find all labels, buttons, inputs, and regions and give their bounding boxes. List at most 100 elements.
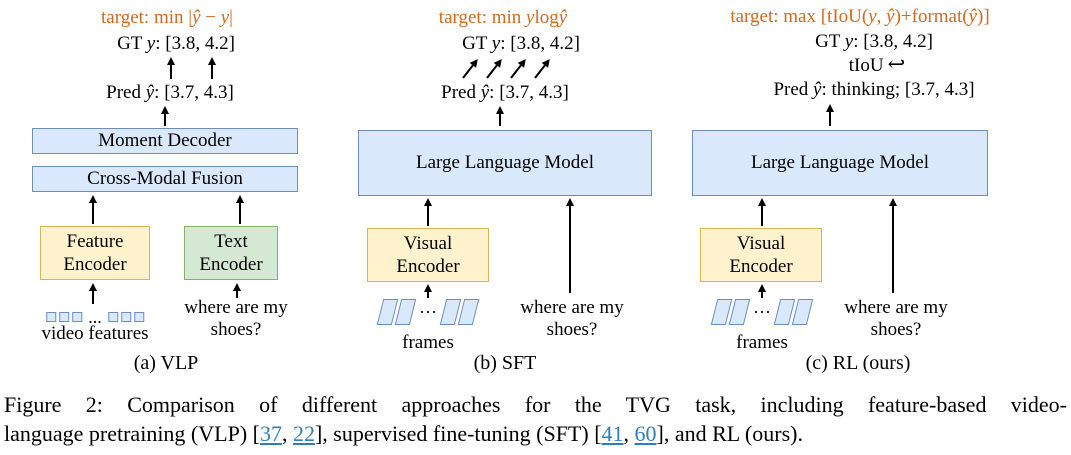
arrow-visual-encoder-to-llm [423,198,432,226]
arrow-llm-to-pred [495,106,504,126]
citation-link-22[interactable]: 22 [292,421,315,446]
rl-query-line2: shoes? [870,319,922,340]
math-var: ŷ [558,7,568,28]
arrow-feature-encoder-to-fusion [88,195,97,224]
frames-icons: ··· [376,299,480,325]
formula-text: target: max [tIoU( [730,6,869,27]
formula-text: , [876,6,887,27]
visual-encoder-label-line2: Encoder [729,256,793,277]
arrow-video-features-to-encoder [88,283,97,304]
frames-label: frames [736,332,788,353]
pred-text: Pred [773,79,814,100]
sft-ground-truth-label: GT y: [3.8, 4.2] [462,33,580,55]
sft-target-formula: target: min ylogŷ [439,7,567,29]
video-feature-square-icon [120,312,131,322]
visual-encoder-label-line2: Encoder [396,256,460,277]
video-features-icons: ... [46,308,144,326]
caption-text: language pretraining (VLP) [ [4,421,260,446]
rl-ground-truth-label: GT y: [3.8, 4.2] [815,31,933,53]
visual-encoder-label-line1: Visual [736,232,786,254]
arrow-visual-encoder-to-llm [757,198,766,226]
gt-values: : [3.8, 4.2] [500,33,580,54]
video-feature-square-icon [46,312,57,322]
arrow-pred-to-gt-left [166,57,175,79]
vlp-target-formula: target: min |ŷ − y| [101,7,233,29]
sft-prediction-label: Pred ŷ: [3.7, 4.3] [441,82,569,104]
citation-link-41[interactable]: 41 [601,421,624,446]
video-frame-icon [394,299,417,325]
vlp-prediction-label: Pred ŷ: [3.7, 4.3] [106,82,234,104]
arrow-frames-to-visual-encoder [757,284,766,298]
arrow-frames-to-visual-encoder [423,284,432,298]
caption-text: ], and RL (ours). [656,421,803,446]
feature-encoder-label-line2: Encoder [63,254,127,275]
sft-query-line1: where are my [520,297,624,318]
math-var: ŷ [968,6,978,27]
llm-label: Large Language Model [751,152,929,174]
video-feature-square-icon [72,312,83,322]
rl-prediction-label: Pred ŷ: thinking; [3.7, 4.3] [773,79,974,101]
formula-text: target: min | [101,7,193,28]
llm-box: Large Language Model [358,130,652,196]
caption-line-2: language pretraining (VLP) [37, 22], sup… [4,419,1067,448]
video-frame-icon [728,299,751,325]
arrow-pred-to-gt-diagonal [486,64,498,79]
arrow-pred-to-gt-diagonal [462,64,474,79]
text-encoder-label-line1: Text [214,230,248,252]
arrow-pred-to-gt-diagonal [534,64,546,79]
rl-panel-caption: (c) RL (ours) [805,352,911,374]
moment-decoder-label: Moment Decoder [98,130,232,152]
formula-text: | [229,7,233,28]
frames-label: frames [402,332,454,353]
formula-text: − [200,7,221,28]
rl-tiou-label: tIoU↩ [849,53,905,77]
gt-text: GT [462,33,492,54]
arrow-decoder-to-pred [160,106,169,126]
caption-text: , [281,421,293,446]
video-feature-square-icon [133,312,144,322]
formula-text: log [534,7,559,28]
video-frame-icon [791,299,814,325]
math-var: y [526,7,535,28]
ellipsis: ... [88,307,102,327]
feature-encoder-label-line1: Feature [66,230,124,252]
math-var: y [844,31,854,52]
arrow-query-to-llm [888,198,897,293]
arrow-llm-to-pred [825,104,834,126]
gt-text: GT [815,31,845,52]
video-features-label: video features [41,323,149,344]
vlp-query-line2: shoes? [210,319,262,340]
figure-caption: Figure 2: Comparison of different approa… [4,390,1067,448]
citation-link-60[interactable]: 60 [634,421,657,446]
vlp-ground-truth-label: GT y: [3.8, 4.2] [117,33,235,55]
arrow-pred-to-gt-right [207,57,216,79]
formula-text: )+format( [894,6,969,27]
arrow-query-to-encoder [232,283,241,298]
gt-values: : [3.8, 4.2] [155,33,235,54]
gt-values: : [3.8, 4.2] [853,31,933,52]
math-var: ŷ [145,82,155,103]
citation-link-37[interactable]: 37 [259,421,282,446]
sft-query-line2: shoes? [546,319,598,340]
pred-values: : [3.7, 4.3] [489,82,569,103]
cross-modal-fusion-box: Cross-Modal Fusion [32,166,298,192]
ellipsis: ··· [753,302,771,322]
sft-panel-caption: (b) SFT [473,352,537,374]
pred-values: : thinking; [3.7, 4.3] [821,79,975,100]
formula-text: )] [977,6,990,27]
math-var: ŷ [192,7,201,28]
gt-text: GT [117,33,147,54]
vlp-panel-caption: (a) VLP [133,352,199,374]
text-encoder-label-line2: Encoder [199,254,263,275]
visual-encoder-label-line1: Visual [403,232,453,254]
math-var: ŷ [813,79,822,100]
tiou-hook-arrow-icon: ↩ [887,52,906,76]
math-var: y [491,33,501,54]
arrow-pred-to-gt-diagonal [510,64,522,79]
rl-target-formula: target: max [tIoU(y, ŷ)+format(ŷ)] [730,6,989,28]
